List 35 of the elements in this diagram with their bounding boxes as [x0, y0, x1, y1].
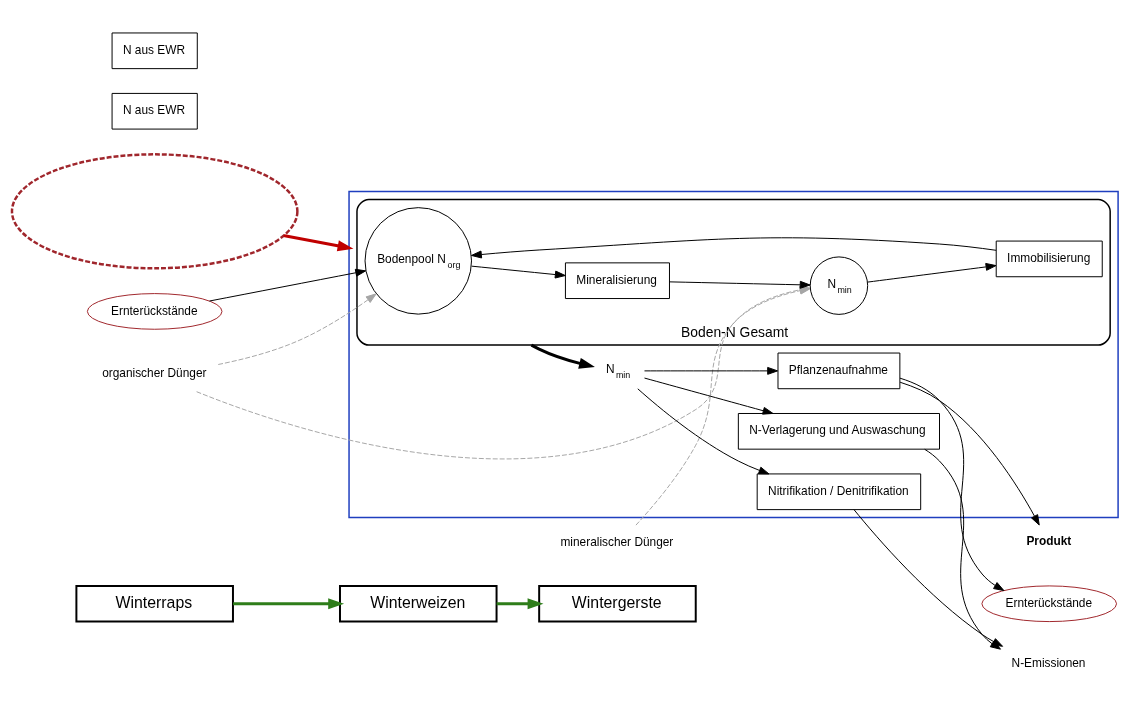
- arrow: [471, 265, 566, 279]
- arrow: [899, 377, 1005, 592]
- arrow: [644, 366, 779, 375]
- node-ellipse: Ernterückstände: [86, 293, 223, 330]
- node-box: Mineralisierung: [564, 262, 670, 300]
- arrow: [496, 598, 544, 610]
- arrow: [644, 377, 774, 415]
- node-box: N-Verlagerung und Auswaschung: [737, 413, 940, 450]
- node-text: N-Emissionen: [1011, 656, 1086, 671]
- node-box: Winterweizen: [339, 584, 498, 623]
- arrow: [669, 280, 811, 289]
- arrow: [530, 343, 595, 369]
- arrow: [924, 448, 1001, 650]
- node-ellipse: Ernterückstände: [981, 585, 1118, 623]
- node-box: N aus EWR: [111, 32, 198, 70]
- node-text: Produkt: [1026, 534, 1072, 549]
- arrow: [233, 598, 345, 610]
- arrow: [899, 381, 1040, 526]
- node-box: Winterraps: [75, 584, 234, 623]
- node-text: N$_{min}$: [606, 361, 631, 380]
- node-text: mineralischer Dünger: [560, 535, 674, 550]
- node-ellipse: [10, 153, 299, 270]
- node-box: N aus EWR: [111, 92, 198, 130]
- node-circle: N$_{min}$: [809, 256, 869, 315]
- node-text: organischer Dünger: [102, 365, 207, 380]
- arrow: [470, 237, 997, 259]
- node-box: Wintergerste: [538, 584, 697, 623]
- arrow: [283, 234, 354, 252]
- arrow: [637, 388, 770, 475]
- node-box: Nitrifikation / Denitrifikation: [756, 473, 922, 511]
- arrow: [217, 293, 377, 365]
- arrow: [867, 262, 997, 283]
- arrow: [209, 268, 367, 302]
- node-box: Pflanzenaufnahme: [777, 352, 901, 390]
- node-box: Immobilisierung: [995, 240, 1103, 278]
